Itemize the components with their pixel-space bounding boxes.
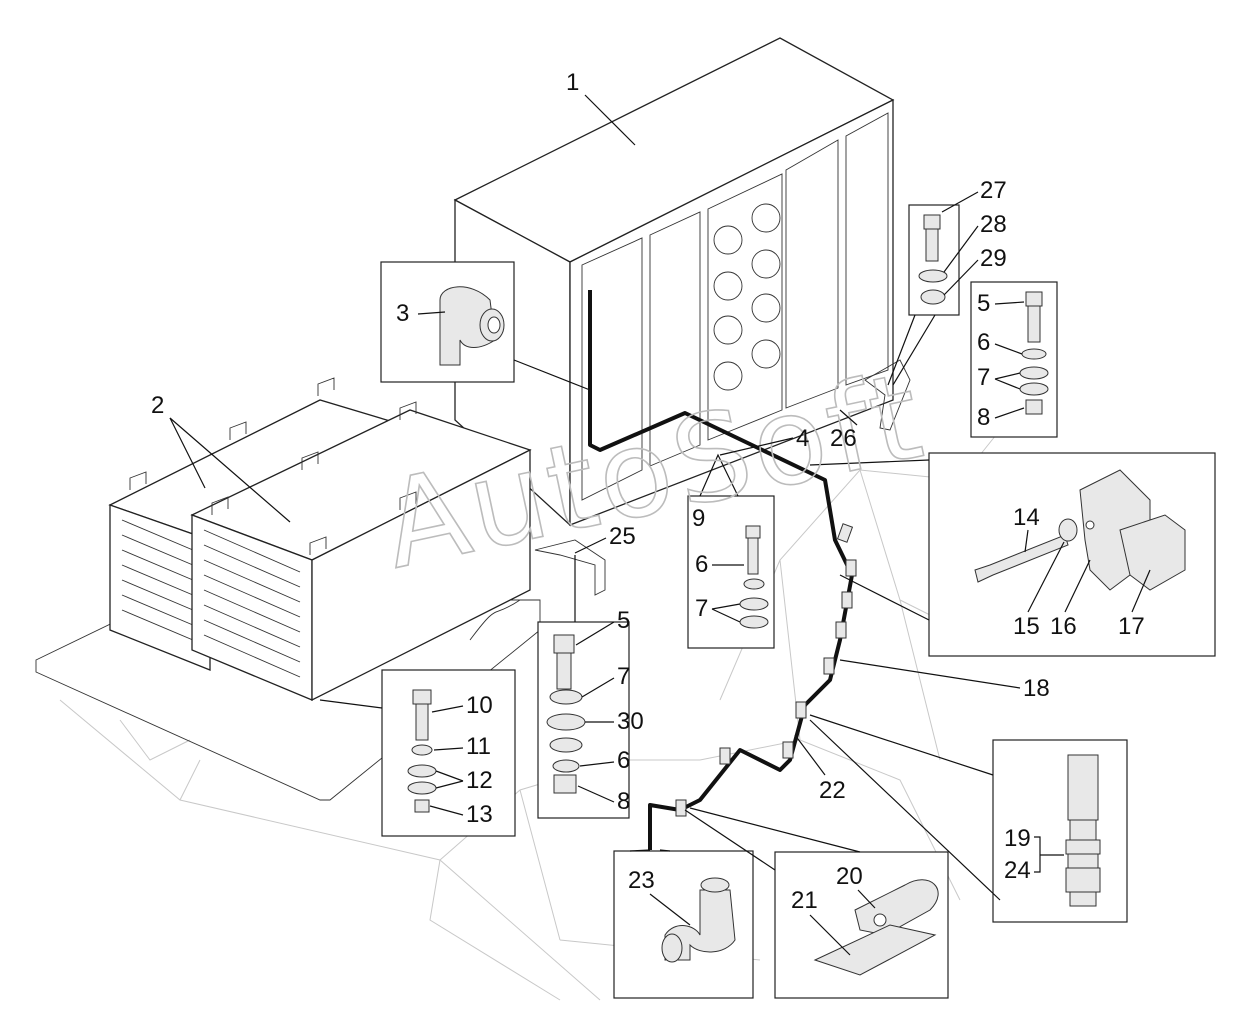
detail-panel-bolt-5-right [970,281,1058,438]
leader-fitting-panel [809,714,1001,901]
callout-25: 25 [609,523,636,550]
air-line-pipe [588,290,854,850]
callout-7-middle: 7 [695,595,708,622]
detail-panel-bolt-5-center [537,621,630,819]
callout-12: 12 [466,767,493,794]
leader-clamp-panel [809,459,930,621]
cabinet-connector-array [713,203,781,391]
detail-panel-fitting-19 [992,739,1128,923]
callout-1: 1 [566,69,579,96]
detail-panel-elbow-3 [380,261,515,383]
detail-panel-elbow-23 [613,850,754,999]
callout-14: 14 [1013,504,1040,531]
callout-28: 28 [980,211,1007,238]
leader-3-elbow [513,359,591,391]
callout-19: 19 [1004,825,1031,852]
detail-panel-clamp-14-17 [928,452,1216,657]
callout-27: 27 [980,177,1007,204]
callout-22: 22 [819,777,846,804]
bracket-25 [534,539,606,596]
leader-9-bracket [699,453,739,497]
callout-7-right: 7 [977,364,990,391]
callout-9: 9 [692,505,705,532]
callout-7-center: 7 [617,663,630,690]
callout-15: 15 [1013,613,1040,640]
callout-6-middle: 6 [695,551,708,578]
callout-6-right: 6 [977,329,990,356]
callout-20: 20 [836,863,863,890]
bracket-26 [864,359,911,431]
battery-left [108,377,422,671]
callout-5-center: 5 [617,607,630,634]
battery-right [190,401,532,702]
detail-panel-bolt-27 [908,204,960,316]
callout-13: 13 [466,801,493,828]
leader-23-elbow [629,849,671,852]
callout-18: 18 [1023,675,1050,702]
callout-21: 21 [791,887,818,914]
callout-24: 24 [1004,857,1031,884]
callout-2: 2 [151,392,164,419]
callout-23: 23 [628,867,655,894]
detail-panel-bolt-9 [687,495,775,649]
battery-cable [469,599,521,641]
callout-29: 29 [980,245,1007,272]
detail-panel-bolt-10 [381,669,516,837]
callouts: 1 2 3 4 5 6 7 8 9 6 7 10 11 12 13 14 [151,69,1151,956]
callout-8-right: 8 [977,404,990,431]
callout-5-right: 5 [977,290,990,317]
callout-17: 17 [1118,613,1145,640]
leader-10-battery [319,699,383,709]
callout-10: 10 [466,692,493,719]
callout-30: 30 [617,708,644,735]
callout-6-center: 6 [617,747,630,774]
callout-26: 26 [830,425,857,452]
pipe-clamps [675,523,857,817]
detail-panel-clip-20-21 [774,851,949,999]
callout-16: 16 [1050,613,1077,640]
leader-clip-panel [684,807,861,871]
callout-8-center: 8 [617,788,630,815]
callout-11: 11 [466,733,491,760]
callout-4: 4 [796,425,809,452]
callout-3: 3 [396,300,409,327]
